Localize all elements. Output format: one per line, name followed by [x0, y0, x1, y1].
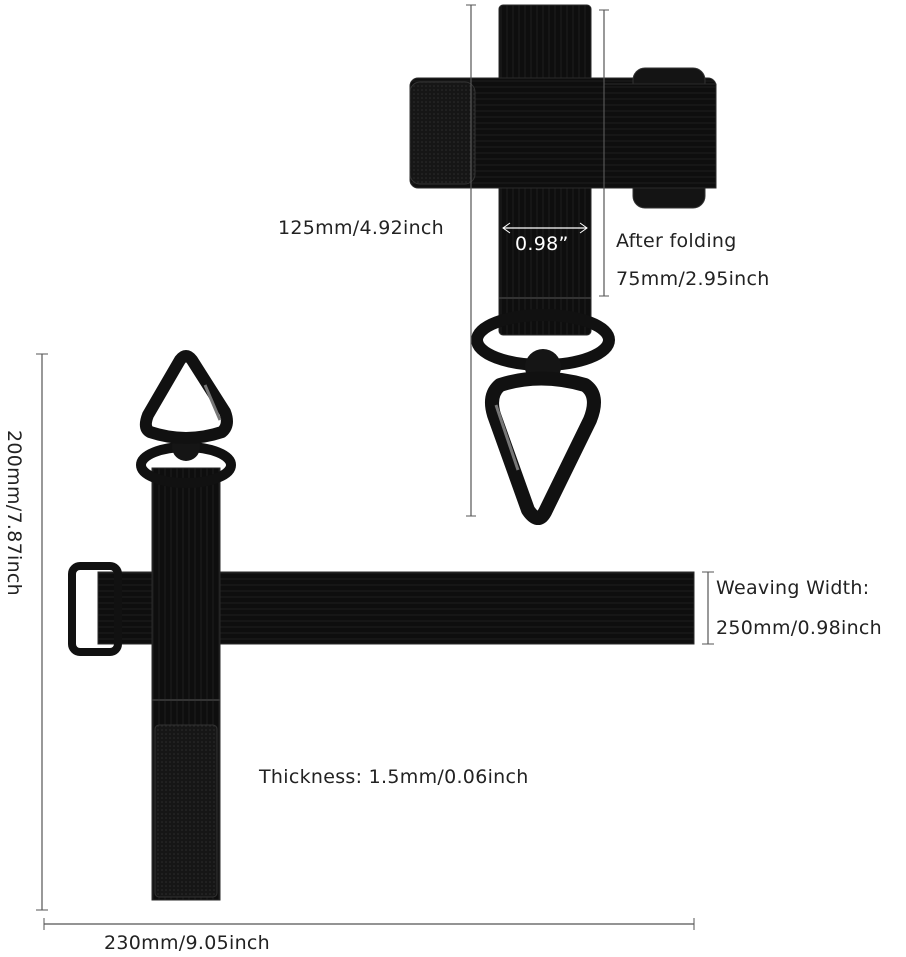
unfolded-velcro-patch	[154, 724, 218, 898]
top-length-label: 125mm/4.92inch	[278, 217, 444, 239]
bottom-length-label: 230mm/9.05inch	[104, 932, 270, 954]
unfolded-buckle	[68, 562, 122, 656]
folded-carabiner	[485, 371, 601, 525]
bottom-height-label: 200mm/7.87inch	[3, 430, 25, 596]
folded-strap	[409, 4, 717, 525]
thickness-label: Thickness: 1.5mm/0.06inch	[259, 766, 529, 788]
weave-width-label: Weaving Width:	[716, 577, 870, 599]
unfolded-carabiner	[139, 350, 233, 444]
folded-label: After folding	[616, 230, 737, 252]
bottom-dimension-lines	[36, 353, 714, 930]
unfolded-strap	[68, 350, 695, 901]
top-dimension-lines	[466, 4, 609, 517]
weave-width-value: 250mm/0.98inch	[716, 617, 882, 639]
folded-value: 75mm/2.95inch	[616, 268, 770, 290]
folded-velcro-end	[409, 81, 476, 185]
top-width-label: 0.98”	[515, 233, 569, 255]
